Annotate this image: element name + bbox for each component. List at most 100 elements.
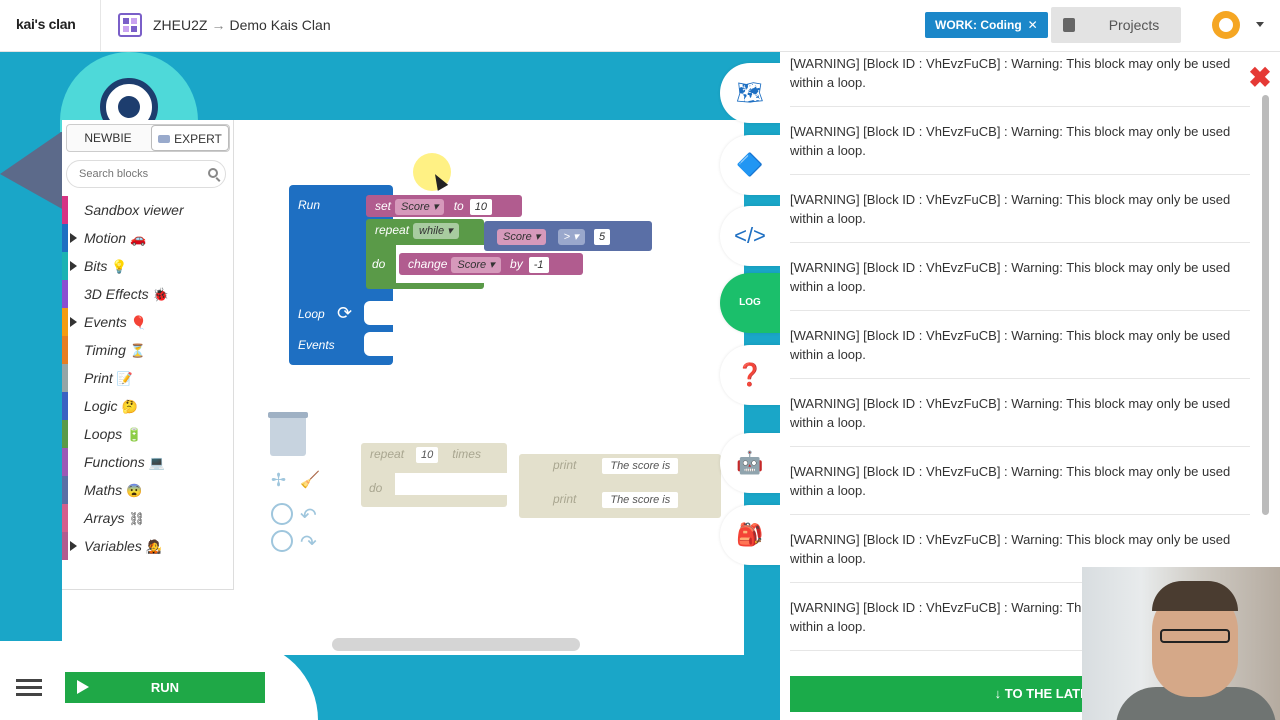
- category-emoji-icon: 🎈: [130, 315, 147, 330]
- category-color-bar: [62, 252, 68, 280]
- repeat-count-field[interactable]: 10: [416, 446, 439, 463]
- category-color-bar: [62, 504, 68, 532]
- set-value-field[interactable]: 10: [469, 198, 492, 215]
- category-label: Print: [84, 370, 113, 386]
- category-events[interactable]: Events🎈: [62, 308, 232, 336]
- category-arrays[interactable]: Arrays⛓: [62, 504, 232, 532]
- category-color-bar: [62, 448, 68, 476]
- redo-icon[interactable]: ↷: [300, 532, 317, 554]
- map-icon[interactable]: 🗺: [720, 63, 780, 123]
- zoom-out-icon[interactable]: [271, 530, 293, 552]
- refresh-icon: ⟳: [337, 303, 353, 323]
- category-label: Timing: [84, 342, 126, 358]
- newbie-mode-button[interactable]: NEWBIE: [84, 131, 132, 145]
- expert-mode-button[interactable]: EXPERT: [151, 125, 229, 151]
- category-label: Motion: [84, 230, 127, 246]
- log-entry: [WARNING] [Block ID : VhEvzFuCB] : Warni…: [790, 122, 1250, 175]
- zoom-in-icon[interactable]: [271, 503, 293, 525]
- category-emoji-icon: 😨: [126, 483, 143, 498]
- avatar[interactable]: [1212, 11, 1240, 39]
- workspace-scrollbar[interactable]: [332, 638, 580, 651]
- change-value-field[interactable]: -1: [528, 256, 549, 273]
- expand-arrow-icon[interactable]: [70, 317, 77, 327]
- category-timing[interactable]: Timing⏳: [62, 336, 232, 364]
- category-label: Loops: [84, 426, 123, 442]
- category-maths[interactable]: Maths😨: [62, 476, 232, 504]
- change-variable-dropdown[interactable]: Score ▾: [451, 256, 501, 273]
- log-entry: [WARNING] [Block ID : VhEvzFuCB] : Warni…: [790, 530, 1250, 583]
- log-entry: [WARNING] [Block ID : VhEvzFuCB] : Warni…: [790, 54, 1250, 107]
- category-color-bar: [62, 224, 68, 252]
- 3d-shapes-icon[interactable]: 🔷: [720, 135, 780, 195]
- projects-button[interactable]: Projects: [1051, 7, 1181, 43]
- presenter-glasses: [1160, 629, 1230, 643]
- category-functions[interactable]: Functions💻: [62, 448, 232, 476]
- trash-icon[interactable]: [268, 412, 308, 456]
- category-bits[interactable]: Bits💡: [62, 252, 232, 280]
- log-tab[interactable]: LOG: [720, 273, 780, 333]
- app-logo[interactable]: kai's clan: [16, 16, 76, 32]
- category-label: Sandbox viewer: [84, 202, 184, 218]
- qr-code-icon[interactable]: [118, 13, 142, 37]
- mode-toggle: NEWBIE EXPERT: [66, 124, 230, 152]
- do-label: do: [372, 257, 386, 271]
- category-print[interactable]: Print📝: [62, 364, 232, 392]
- category-3d-effects[interactable]: 3D Effects🐞: [62, 280, 232, 308]
- category-label: Logic: [84, 398, 118, 414]
- play-icon: [77, 680, 89, 694]
- cleanup-brush-icon[interactable]: 🧹: [300, 472, 320, 489]
- run-button[interactable]: RUN: [65, 672, 265, 703]
- code-icon[interactable]: </>: [720, 206, 780, 266]
- center-icon[interactable]: ✢: [271, 470, 287, 490]
- compare-variable-dropdown[interactable]: Score ▾: [497, 228, 547, 245]
- expand-arrow-icon[interactable]: [70, 541, 77, 551]
- expand-arrow-icon[interactable]: [70, 233, 77, 243]
- log-entry: [WARNING] [Block ID : VhEvzFuCB] : Warni…: [790, 394, 1250, 447]
- category-sandbox-viewer[interactable]: Sandbox viewer: [62, 196, 232, 224]
- category-color-bar: [62, 532, 68, 560]
- log-entry: [WARNING] [Block ID : VhEvzFuCB] : Warni…: [790, 462, 1250, 515]
- projects-label: Projects: [1108, 17, 1160, 33]
- category-logic[interactable]: Logic🤔: [62, 392, 232, 420]
- chevron-down-icon[interactable]: [1256, 22, 1264, 27]
- ufo-decoration: [0, 130, 64, 210]
- category-label: Variables: [84, 538, 142, 554]
- print-text-field-1[interactable]: The score is: [602, 457, 679, 474]
- print-text-field-2[interactable]: The score is: [602, 491, 679, 508]
- log-scrollbar[interactable]: [1262, 95, 1269, 515]
- category-label: Bits: [84, 258, 108, 274]
- category-motion[interactable]: Motion🚗: [62, 224, 232, 252]
- menu-icon[interactable]: [16, 679, 42, 682]
- search-icon[interactable]: [208, 168, 218, 178]
- search-blocks-input[interactable]: [66, 160, 226, 188]
- backpack-icon[interactable]: 🎒: [720, 505, 780, 565]
- compare-operator-dropdown[interactable]: > ▾: [557, 228, 585, 245]
- events-slot[interactable]: [364, 332, 394, 356]
- close-icon[interactable]: ✕: [1027, 18, 1038, 32]
- compare-block[interactable]: Score ▾ > ▾ 5: [484, 221, 652, 251]
- set-variable-dropdown[interactable]: Score ▾: [395, 198, 445, 215]
- repeat-mode-dropdown[interactable]: while ▾: [413, 222, 459, 239]
- loop-slot[interactable]: [364, 301, 394, 325]
- expand-arrow-icon[interactable]: [70, 261, 77, 271]
- undo-icon[interactable]: ↶: [300, 505, 317, 527]
- breadcrumb-project-code[interactable]: ZHEU2Z: [153, 17, 208, 33]
- category-variables[interactable]: Variables🧑‍🎤: [62, 532, 232, 560]
- work-mode-badge[interactable]: WORK: Coding✕: [925, 12, 1048, 38]
- category-emoji-icon: 🔋: [126, 427, 143, 442]
- robot-icon[interactable]: 🤖: [720, 433, 780, 493]
- events-label: Events: [298, 338, 335, 352]
- close-panel-button[interactable]: ✖: [1248, 62, 1272, 93]
- ghost-do-label: do: [369, 481, 383, 495]
- category-label: Functions: [84, 454, 145, 470]
- presenter-hair: [1152, 581, 1238, 611]
- help-icon[interactable]: ❓: [720, 345, 780, 405]
- category-loops[interactable]: Loops🔋: [62, 420, 232, 448]
- compare-value-field[interactable]: 5: [594, 228, 611, 245]
